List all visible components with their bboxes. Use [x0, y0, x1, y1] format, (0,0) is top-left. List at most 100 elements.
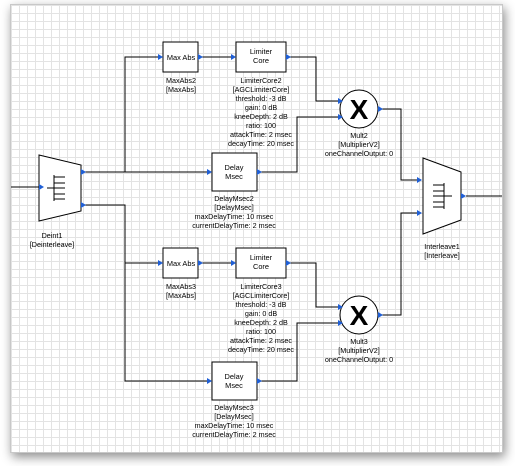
delay2-type: [DelayMsec]: [214, 203, 254, 212]
wire-delay3-mult3: [257, 322, 338, 382]
deint1-block[interactable]: Deint1 [Deinterleave]: [30, 154, 86, 249]
mult2-block[interactable]: X Mult2 [MultiplierV2] oneChannelOutput:…: [325, 89, 393, 158]
maxabs2-output-port[interactable]: [198, 54, 203, 60]
wire-deint-maxabs2: [81, 56, 159, 173]
mult2-type: [MultiplierV2]: [338, 140, 380, 149]
mult3-input-port-1[interactable]: [338, 304, 343, 310]
deint1-type: [Deinterleave]: [30, 240, 74, 249]
mult3-type: [MultiplierV2]: [338, 346, 380, 355]
mult3-symbol: X: [350, 300, 369, 331]
wire-mult3-interleave: [379, 212, 417, 316]
limiter3-param: decayTime: 20 msec: [228, 345, 294, 354]
limiter3-output-port[interactable]: [286, 260, 291, 266]
limiter2-input-port[interactable]: [231, 54, 236, 60]
interleave1-block[interactable]: Interleave1 [Interleave]: [417, 157, 466, 260]
delay2-output-port[interactable]: [257, 169, 262, 175]
mult2-param: oneChannelOutput: 0: [325, 149, 393, 158]
deint1-icon: [47, 175, 65, 201]
delay3-label-2: Msec: [225, 381, 243, 390]
limiter2-param: threshold: -3 dB: [236, 94, 287, 103]
delay2-input-port[interactable]: [207, 169, 212, 175]
delay3-name: DelayMsec3: [214, 403, 254, 412]
mult3-output-port[interactable]: [378, 312, 383, 318]
mult3-name: Mult3: [350, 337, 368, 346]
interleave1-output-port[interactable]: [461, 193, 466, 199]
deint1-output-port-2[interactable]: [81, 202, 86, 208]
maxabs2-box: [162, 41, 199, 73]
maxabs3-box: [162, 247, 199, 279]
delay3-type: [DelayMsec]: [214, 412, 254, 421]
limiter3-label-1: Limiter: [250, 253, 273, 262]
delay3-box: [211, 361, 258, 401]
maxabs3-output-port[interactable]: [198, 260, 203, 266]
limiter2-param: ratio: 100: [246, 121, 276, 130]
deint1-input-port[interactable]: [39, 184, 44, 190]
maxabs2-input-port[interactable]: [158, 54, 163, 60]
wire-deint-maxabs3: [81, 204, 159, 264]
wire-limiter3-mult3: [286, 262, 338, 308]
limiter2-label-1: Limiter: [250, 47, 273, 56]
maxabs3-label: Max Abs: [167, 259, 196, 268]
delay2-box: [211, 152, 258, 192]
interleave1-name: Interleave1: [424, 242, 460, 251]
mult2-output-port[interactable]: [378, 106, 383, 112]
limiter2-param: kneeDepth: 2 dB: [234, 112, 288, 121]
mult2-name: Mult2: [350, 131, 368, 140]
limiter2-name: LimiterCore2: [240, 76, 281, 85]
maxabs3-input-port[interactable]: [158, 260, 163, 266]
maxabs3-block[interactable]: Max Abs MaxAbs3 [MaxAbs]: [158, 247, 203, 300]
maxabs3-type: [MaxAbs]: [166, 291, 196, 300]
limiter3-block[interactable]: Limiter Core LimiterCore3 [AGCLimiterCor…: [228, 247, 294, 354]
maxabs2-block[interactable]: Max Abs MaxAbs2 [MaxAbs]: [158, 41, 203, 94]
delay2-label-2: Msec: [225, 172, 243, 181]
limiter2-param: attackTime: 2 msec: [230, 130, 292, 139]
delay2-name: DelayMsec2: [214, 194, 254, 203]
canvas-frame: Deint1 [Deinterleave] Max Abs MaxAbs2 [M…: [10, 4, 503, 453]
maxabs2-name: MaxAbs2: [166, 76, 196, 85]
delay3-input-port[interactable]: [207, 378, 212, 384]
mult2-input-port-2[interactable]: [338, 114, 343, 120]
maxabs2-label: Max Abs: [167, 53, 196, 62]
wire-mult2-interleave: [379, 108, 417, 181]
limiter2-output-port[interactable]: [286, 54, 291, 60]
delay2-label-1: Delay: [225, 163, 244, 172]
delay3-label-1: Delay: [225, 372, 244, 381]
wire-delay2-mult2: [257, 116, 338, 173]
mult2-symbol: X: [350, 94, 369, 125]
delay2-param: maxDelayTime: 10 msec: [195, 212, 274, 221]
wires: [11, 56, 502, 382]
limiter2-block[interactable]: Limiter Core LimiterCore2 [AGCLimiterCor…: [228, 41, 294, 148]
interleave1-type: [Interleave]: [424, 251, 460, 260]
deint1-name: Deint1: [42, 231, 63, 240]
deint1-output-port-1[interactable]: [81, 169, 86, 175]
limiter3-param: gain: 0 dB: [245, 309, 278, 318]
limiter2-label-2: Core: [253, 56, 269, 65]
wire-limiter2-mult2: [286, 56, 338, 102]
delay3-param: maxDelayTime: 10 msec: [195, 421, 274, 430]
limiter3-param: attackTime: 2 msec: [230, 336, 292, 345]
interleave1-input-port-2[interactable]: [417, 210, 422, 216]
limiter3-param: kneeDepth: 2 dB: [234, 318, 288, 327]
block-diagram: Deint1 [Deinterleave] Max Abs MaxAbs2 [M…: [11, 41, 502, 439]
delay3-output-port[interactable]: [257, 378, 262, 384]
limiter2-type: [AGCLimiterCore]: [233, 85, 290, 94]
limiter2-param: gain: 0 dB: [245, 103, 278, 112]
mult2-input-port-1[interactable]: [338, 98, 343, 104]
delay2-param: currentDelayTime: 2 msec: [192, 221, 276, 230]
delay3-param: currentDelayTime: 2 msec: [192, 430, 276, 439]
limiter3-type: [AGCLimiterCore]: [233, 291, 290, 300]
limiter2-param: decayTime: 20 msec: [228, 139, 294, 148]
delay2-block[interactable]: Delay Msec DelayMsec2 [DelayMsec] maxDel…: [192, 152, 276, 230]
maxabs3-name: MaxAbs3: [166, 282, 196, 291]
limiter3-param: ratio: 100: [246, 327, 276, 336]
mult3-input-port-2[interactable]: [338, 320, 343, 326]
limiter3-input-port[interactable]: [231, 260, 236, 266]
interleave1-input-port-1[interactable]: [417, 177, 422, 183]
maxabs2-type: [MaxAbs]: [166, 85, 196, 94]
mult3-block[interactable]: X Mult3 [MultiplierV2] oneChannelOutput:…: [325, 295, 393, 364]
mult3-param: oneChannelOutput: 0: [325, 355, 393, 364]
limiter3-param: threshold: -3 dB: [236, 300, 287, 309]
limiter3-label-2: Core: [253, 262, 269, 271]
delay3-block[interactable]: Delay Msec DelayMsec3 [DelayMsec] maxDel…: [192, 361, 276, 439]
limiter3-name: LimiterCore3: [240, 282, 281, 291]
